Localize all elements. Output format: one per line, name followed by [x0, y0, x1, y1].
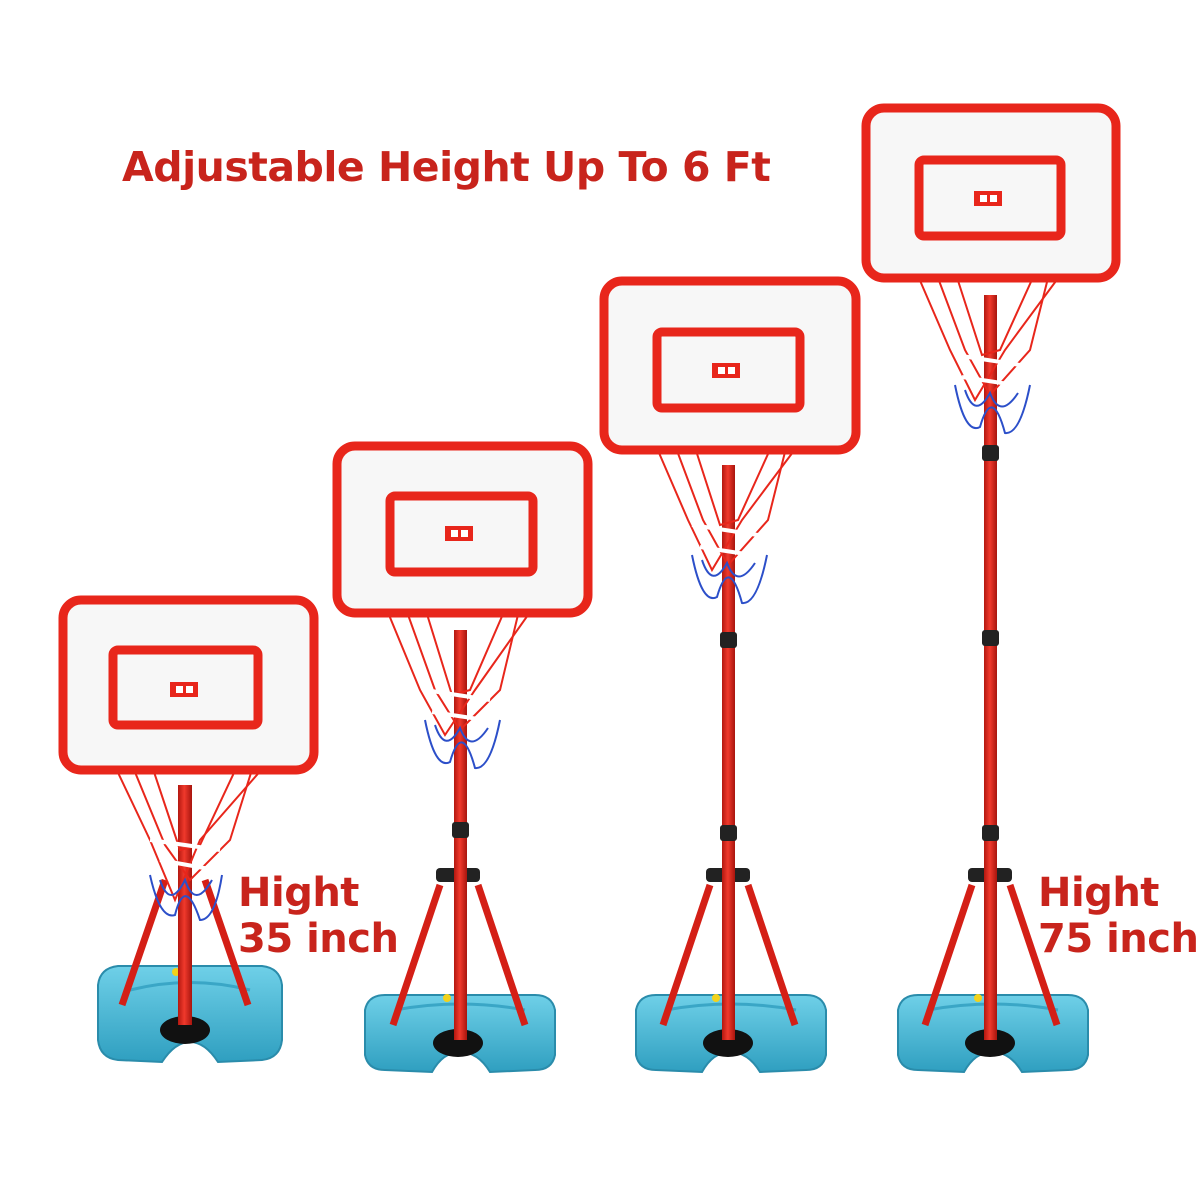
- net: [111, 759, 271, 922]
- net: [381, 597, 541, 770]
- backboard: [332, 441, 593, 618]
- backboard: [599, 276, 861, 455]
- max-height-value: 75 inch: [1038, 916, 1199, 962]
- hoop-stand-highest: [861, 103, 1121, 1074]
- min-height-value: 35 inch: [238, 916, 399, 962]
- max-height-word: Hight: [1038, 870, 1159, 916]
- hoop-stand-high: [599, 276, 861, 1074]
- min-height-label: Hight 35 inch: [238, 870, 399, 962]
- min-height-word: Hight: [238, 870, 359, 916]
- hoop-stand-low: [332, 441, 593, 1074]
- backboard: [58, 595, 319, 775]
- net: [649, 431, 809, 605]
- max-height-label: Hight 75 inch: [1038, 870, 1199, 962]
- backboard: [861, 103, 1121, 283]
- headline: Adjustable Height Up To 6 Ft: [122, 143, 771, 191]
- net: [911, 261, 1071, 435]
- hoop-stand-lowest: [58, 595, 319, 1064]
